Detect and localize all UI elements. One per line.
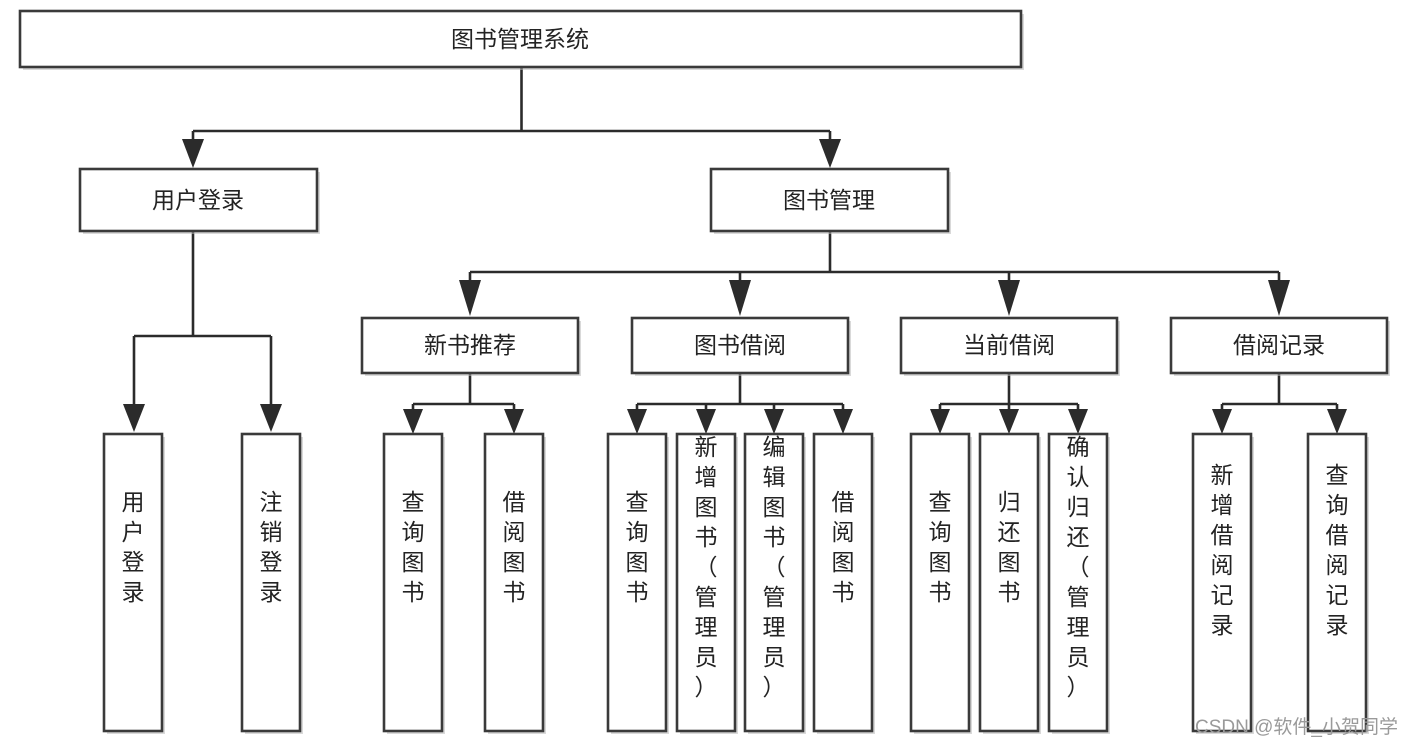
new-book-rec-box[interactable] <box>360 316 580 375</box>
leaf-logout-box[interactable] <box>240 432 302 733</box>
leaf-query-book-3-box[interactable] <box>909 432 971 733</box>
arrow-to-leaf-confirm-return <box>1068 409 1088 434</box>
arrow-to-leaf-query-book-1 <box>403 409 423 434</box>
arrow-to-leaf-add-book <box>696 409 716 434</box>
node-leaf-add-record[interactable]: 新增借阅记录 <box>1191 432 1254 734</box>
node-leaf-query-book-2[interactable]: 查询图书 <box>606 432 669 734</box>
borrow-record-label: 借阅记录 <box>1233 332 1325 358</box>
leaf-edit-book-label: 编辑图书（管理员） <box>763 434 786 700</box>
leaf-query-record-box[interactable] <box>1306 432 1368 733</box>
user-login-box[interactable] <box>78 167 319 233</box>
leaf-query-book-1-box[interactable] <box>382 432 444 733</box>
leaf-confirm-return-label: 确认归还（管理员） <box>1067 434 1090 700</box>
leaf-borrow-book-1-box[interactable] <box>483 432 545 733</box>
book-borrow-box[interactable] <box>630 316 850 375</box>
node-leaf-logout[interactable]: 注销登录 <box>240 432 303 734</box>
arrow-to-book-borrow <box>729 280 751 316</box>
arrow-to-leaf-query-book-2 <box>627 409 647 434</box>
new-book-rec-label: 新书推荐 <box>424 332 516 358</box>
leaf-query-book-3-label: 查询图书 <box>929 489 952 605</box>
leaf-confirm-return-box[interactable] <box>1047 432 1109 733</box>
leaf-borrow-book-2-label: 借阅图书 <box>832 489 855 605</box>
arrow-to-leaf-borrow-book-2 <box>833 409 853 434</box>
arrow-to-leaf-query-record <box>1327 409 1347 434</box>
arrow-to-new-book-rec <box>459 280 481 316</box>
leaf-add-record-box[interactable] <box>1191 432 1253 733</box>
leaf-user-login-label: 用户登录 <box>122 489 145 605</box>
node-leaf-query-book-1[interactable]: 查询图书 <box>382 432 445 734</box>
connectors-layer <box>123 67 1347 434</box>
node-leaf-return-book[interactable]: 归还图书 <box>978 432 1041 734</box>
current-borrow-box[interactable] <box>899 316 1119 375</box>
current-borrow-label: 当前借阅 <box>963 332 1055 358</box>
arrow-to-book-manage <box>819 139 841 168</box>
leaf-add-book-label: 新增图书（管理员） <box>695 434 718 700</box>
leaf-add-record-label: 新增借阅记录 <box>1211 462 1234 638</box>
leaf-query-book-2-label: 查询图书 <box>626 489 649 605</box>
user-login-label: 用户登录 <box>152 187 244 213</box>
arrow-to-leaf-edit-book <box>764 409 784 434</box>
node-leaf-borrow-book-2[interactable]: 借阅图书 <box>812 432 875 734</box>
book-borrow-label: 图书借阅 <box>694 332 786 358</box>
node-leaf-add-book[interactable]: 新增图书（管理员） <box>675 432 738 734</box>
node-leaf-edit-book[interactable]: 编辑图书（管理员） <box>743 432 806 734</box>
arrow-to-leaf-logout <box>260 404 282 432</box>
arrow-to-leaf-add-record <box>1212 409 1232 434</box>
node-leaf-confirm-return[interactable]: 确认归还（管理员） <box>1047 432 1110 734</box>
leaf-query-book-2-box[interactable] <box>606 432 668 733</box>
arrow-to-user-login <box>182 139 204 168</box>
node-borrow-record[interactable]: 借阅记录 <box>1169 316 1390 376</box>
leaf-logout-label: 注销登录 <box>260 489 283 605</box>
leaf-add-book-box[interactable] <box>675 432 737 733</box>
leaf-edit-book-box[interactable] <box>743 432 805 733</box>
leaf-user-login-box[interactable] <box>102 432 164 733</box>
node-book-borrow[interactable]: 图书借阅 <box>630 316 851 376</box>
borrow-record-box[interactable] <box>1169 316 1389 375</box>
csdn-watermark: CSDN @软件_小贺同学 <box>1195 716 1398 738</box>
leaf-query-book-1-label: 查询图书 <box>402 489 425 605</box>
arrow-to-borrow-record <box>1268 280 1290 316</box>
node-root[interactable]: 图书管理系统 <box>18 9 1024 70</box>
node-user-login[interactable]: 用户登录 <box>78 167 320 234</box>
arrow-to-leaf-user-login <box>123 404 145 432</box>
leaf-return-book-label: 归还图书 <box>998 489 1021 605</box>
root-box[interactable] <box>18 9 1023 69</box>
arrow-to-leaf-borrow-book-1 <box>504 409 524 434</box>
arrow-to-leaf-query-book-3 <box>930 409 950 434</box>
book-manage-box[interactable] <box>709 167 950 233</box>
node-leaf-user-login[interactable]: 用户登录 <box>102 432 165 734</box>
leaf-query-record-label: 查询借阅记录 <box>1326 462 1349 638</box>
book-manage-label: 图书管理 <box>783 187 875 213</box>
node-leaf-query-book-3[interactable]: 查询图书 <box>909 432 972 734</box>
node-leaf-borrow-book-1[interactable]: 借阅图书 <box>483 432 546 734</box>
node-book-manage[interactable]: 图书管理 <box>709 167 951 234</box>
node-leaf-query-record[interactable]: 查询借阅记录 <box>1306 432 1369 734</box>
leaf-return-book-box[interactable] <box>978 432 1040 733</box>
root-label: 图书管理系统 <box>451 26 589 52</box>
arrow-to-current-borrow <box>998 280 1020 316</box>
node-current-borrow[interactable]: 当前借阅 <box>899 316 1120 376</box>
leaf-borrow-book-2-box[interactable] <box>812 432 874 733</box>
leaf-borrow-book-1-label: 借阅图书 <box>503 489 526 605</box>
arrow-to-leaf-return-book <box>999 409 1019 434</box>
node-new-book-rec[interactable]: 新书推荐 <box>360 316 581 376</box>
